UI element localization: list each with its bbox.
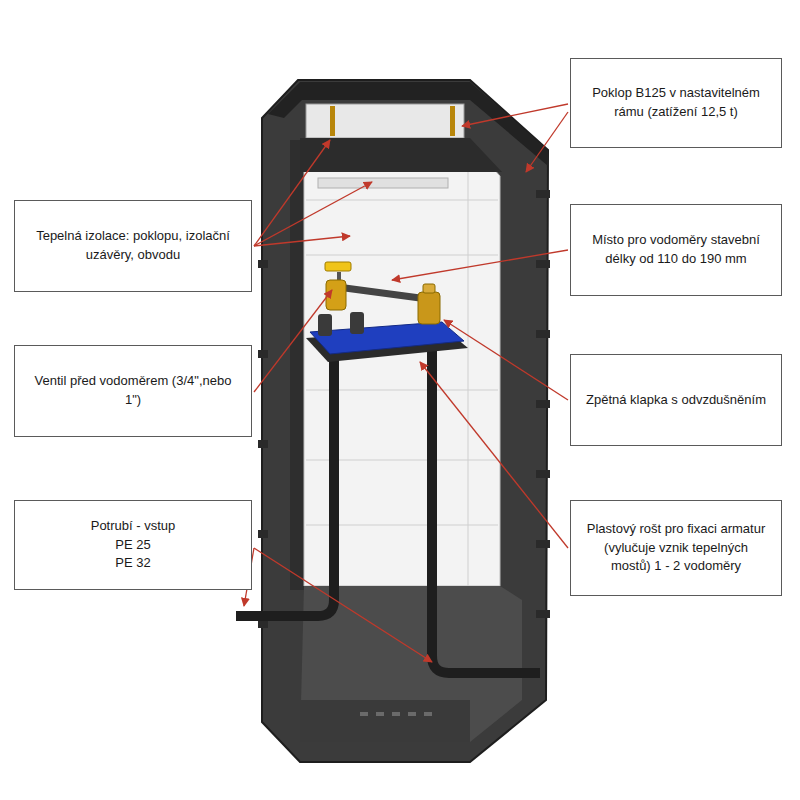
latch xyxy=(330,106,335,136)
plastic-grate xyxy=(310,322,464,354)
callout-box: Plastový rošt pro fixaci armatur (vyluču… xyxy=(570,500,782,596)
callout-box: Ventil před vodoměrem (3/4",nebo 1") xyxy=(14,345,252,437)
leader-lines xyxy=(244,104,568,662)
shaft-floor xyxy=(300,700,470,742)
callout-box: Zpětná klapka s odvzdušněním xyxy=(570,354,782,446)
callout-box: Místo pro vodoměry stavební délky od 110… xyxy=(570,204,782,296)
callout-text: Místo pro vodoměry stavební délky od 110… xyxy=(583,231,769,269)
callout-text: Plastový rošt pro fixaci armatur (vyluču… xyxy=(583,520,769,577)
cover-collar xyxy=(300,138,502,172)
callout-text: Potrubí - vstup xyxy=(91,517,176,536)
callout-text: PE 25 xyxy=(115,536,150,555)
callout-text: Zpětná klapka s odvzdušněním xyxy=(586,391,766,410)
ball-valve xyxy=(326,280,346,310)
callout-box: Potrubí - vstupPE 25PE 32 xyxy=(14,500,252,590)
callout-text: Tepelná izolace: poklopu, izolační uzávě… xyxy=(27,227,239,265)
valve-handle xyxy=(325,262,351,271)
pipe-risers xyxy=(318,312,364,336)
check-valve xyxy=(418,292,440,324)
callout-text: PE 32 xyxy=(115,554,150,573)
air-vent xyxy=(423,284,435,293)
shaft-body xyxy=(262,80,548,762)
insulating-cap xyxy=(318,178,448,188)
floor-slots xyxy=(360,712,432,716)
callout-box: Tepelná izolace: poklopu, izolační uzávě… xyxy=(14,200,252,292)
callout-text: Ventil před vodoměrem (3/4",nebo 1") xyxy=(27,372,239,410)
latch xyxy=(450,106,455,136)
outlet-pipe xyxy=(432,346,540,673)
meter-connector xyxy=(345,288,420,298)
inner-wall xyxy=(290,140,304,590)
callout-text: Poklop B125 v nastavitelném rámu (zatíže… xyxy=(583,84,769,122)
cover-insulation xyxy=(306,104,464,138)
callout-box: Poklop B125 v nastavitelném rámu (zatíže… xyxy=(570,58,782,148)
